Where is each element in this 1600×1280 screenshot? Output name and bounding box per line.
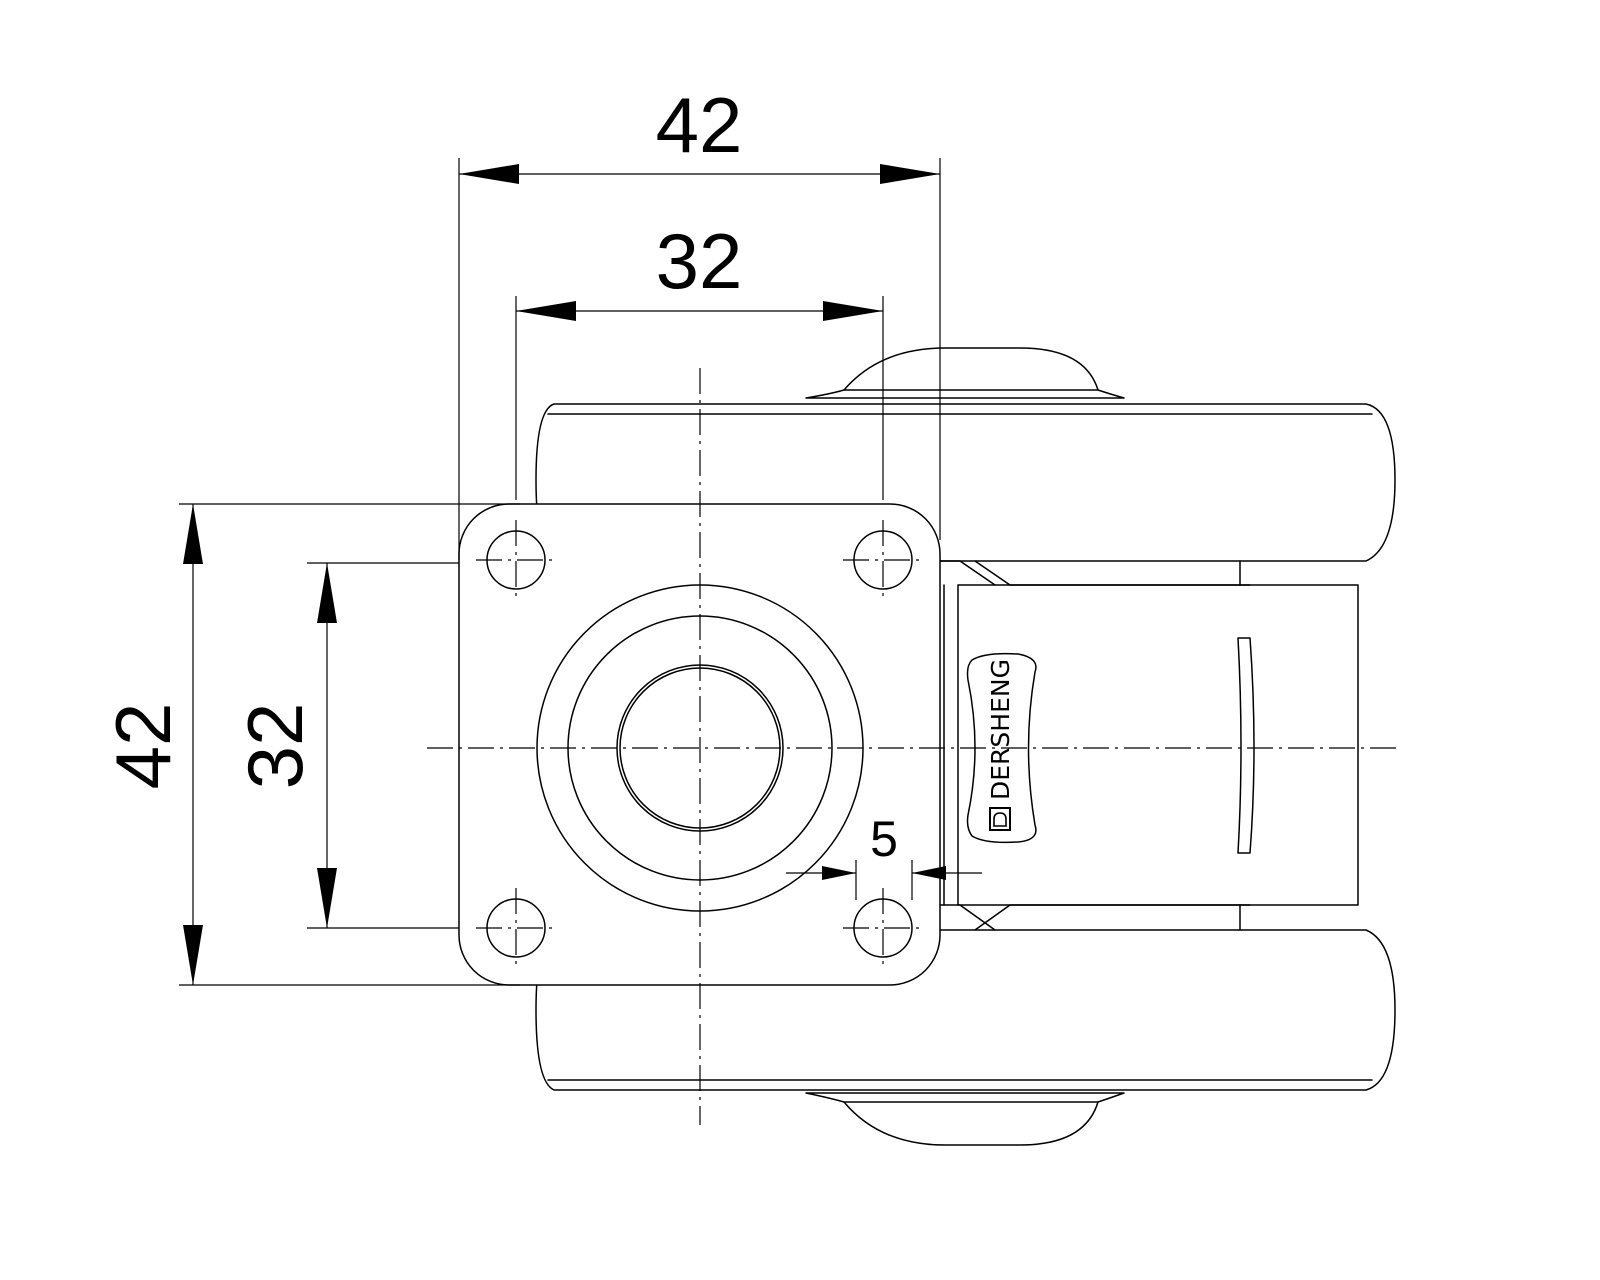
dim-label-top-outer: 42	[656, 81, 743, 169]
dim-label-offset: 5	[870, 811, 898, 867]
logo-badge	[966, 652, 1037, 844]
center-lines	[427, 368, 1400, 1125]
dim-label-left-inner: 32	[231, 703, 319, 790]
dim-label-top-inner: 32	[656, 217, 743, 305]
upper-wheel	[535, 347, 1396, 562]
offset-arrows	[822, 866, 946, 880]
brand-logo-text: DERSHENG	[986, 659, 1015, 800]
d-monogram-icon	[989, 807, 1011, 831]
fork-housing	[939, 560, 1359, 931]
dimension-lines	[179, 158, 982, 986]
dim-label-left-outer: 42	[99, 703, 187, 790]
